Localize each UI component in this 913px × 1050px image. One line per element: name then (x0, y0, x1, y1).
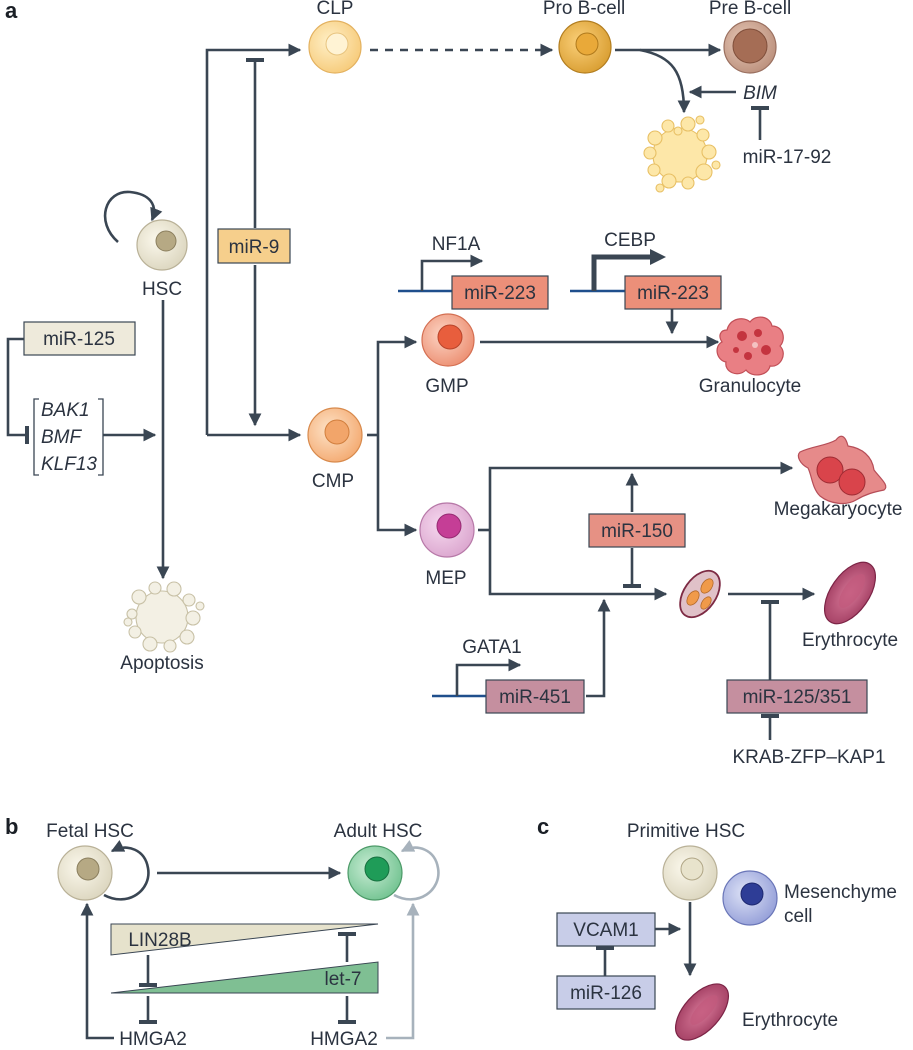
cebp-promoter-arrow (591, 254, 656, 291)
krab-label: KRAB-ZFP–KAP1 (732, 747, 885, 768)
erythroid-progenitor-cell (679, 569, 721, 619)
let7-label: let-7 (325, 969, 362, 990)
hsc-cell (136, 219, 188, 271)
pro-b-cell (558, 20, 612, 74)
fetal-hsc-label: Fetal HSC (46, 821, 134, 842)
cebp-label: CEBP (604, 230, 656, 251)
primitive-hsc-label: Primitive HSC (627, 821, 745, 842)
clp-label: CLP (317, 0, 354, 19)
erythrocyte-cell-a (823, 561, 877, 625)
mir9-box (217, 228, 291, 264)
hsc-label: HSC (142, 279, 182, 300)
vcam1-label: VCAM1 (573, 920, 638, 941)
mir9-label: miR-9 (229, 237, 280, 258)
adult-hsc-self-renewal-arrow (393, 839, 440, 901)
mep-label: MEP (425, 568, 466, 589)
adult-hsc-cell (347, 845, 403, 901)
mep-to-erythroid-arrow (488, 530, 668, 601)
hmga2-left-arrow (80, 902, 114, 1040)
panel-label-c: c (537, 814, 549, 839)
mesenchyme-label-line2: cell (784, 906, 813, 927)
pro-b-label: Pro B-cell (543, 0, 625, 19)
mir451-box (485, 679, 585, 714)
primitive-hsc-cell (662, 845, 718, 901)
cmp-label: CMP (312, 471, 354, 492)
hsc-self-renewal-arrow (103, 190, 163, 243)
nf1a-label: NF1A (432, 234, 481, 255)
pre-b-label: Pre B-cell (709, 0, 791, 19)
megakaryocyte-label: Megakaryocyte (774, 499, 903, 520)
mir125-351-label: miR-125/351 (743, 687, 852, 708)
panel-label-b: b (5, 814, 18, 839)
mesenchyme-cell (722, 870, 778, 926)
cmp-to-mep-arrow (376, 435, 418, 537)
gata1-promoter-arrow (455, 658, 522, 696)
apoptotic-cell (123, 581, 205, 653)
mir125-inhibit-line (6, 337, 32, 445)
mir126-label: miR-126 (570, 983, 642, 1004)
mir150-box (588, 513, 686, 548)
mir17-92-label: miR-17-92 (743, 147, 832, 168)
mir223-nf1a-label: miR-223 (464, 283, 536, 304)
mir150-label: miR-150 (601, 521, 673, 542)
mir223-nf1a-box (451, 275, 549, 310)
hmga2-left-label: HMGA2 (119, 1029, 187, 1050)
mir125-label: miR-125 (43, 329, 115, 350)
megakaryocyte-cell (797, 435, 887, 505)
apoptosis-label: Apoptosis (120, 653, 203, 674)
erythrocyte-label-a: Erythrocyte (802, 630, 898, 651)
adult-hsc-label: Adult HSC (334, 821, 423, 842)
lin28b-label: LIN28B (128, 930, 191, 951)
cmp-cell (307, 407, 363, 463)
let7-wedge (110, 961, 379, 994)
klf13-label: KLF13 (41, 454, 97, 475)
trunk-to-clp-arrow (205, 43, 302, 435)
cebp-arrowhead (650, 249, 666, 265)
gmp-cell (421, 313, 475, 367)
pre-b-cell (723, 20, 777, 74)
granulocyte-label: Granulocyte (699, 376, 801, 397)
bmf-label: BMF (41, 427, 83, 448)
fetal-hsc-cell (57, 845, 113, 901)
mir451-label: miR-451 (499, 687, 571, 708)
mir223-cebp-label: miR-223 (637, 283, 709, 304)
clp-cell (308, 20, 362, 74)
gene-bracket-left (33, 398, 39, 476)
bim-label: BIM (743, 83, 777, 104)
mir223-cebp-box (624, 275, 722, 310)
mir125-351-box (726, 679, 868, 714)
lin28b-wedge (110, 923, 379, 956)
hmga2-right-arrow (386, 902, 420, 1040)
panel-label-a: a (5, 0, 18, 23)
bak1-label: BAK1 (41, 400, 90, 421)
mir451-arrow (586, 598, 611, 698)
prob-to-apoptotic-arrow (639, 48, 691, 114)
erythrocyte-cell-c (675, 983, 729, 1041)
mep-cell (419, 502, 475, 558)
granulocyte-cell (716, 316, 784, 376)
mesenchyme-label-line1: Mesenchyme (784, 882, 897, 903)
gene-bracket-right (98, 398, 104, 476)
apoptotic-b-cell (643, 115, 721, 193)
nf1a-promoter-arrow (420, 254, 484, 291)
fetal-hsc-self-renewal-arrow (103, 839, 150, 901)
cmp-to-gmp-arrow (376, 335, 418, 435)
gmp-label: GMP (425, 376, 468, 397)
hmga2-right-label: HMGA2 (310, 1029, 378, 1050)
mep-to-megakaryocyte-arrow (488, 461, 794, 530)
mir125-box (23, 321, 136, 356)
gata1-label: GATA1 (462, 637, 521, 658)
erythrocyte-label-c: Erythrocyte (742, 1010, 838, 1031)
